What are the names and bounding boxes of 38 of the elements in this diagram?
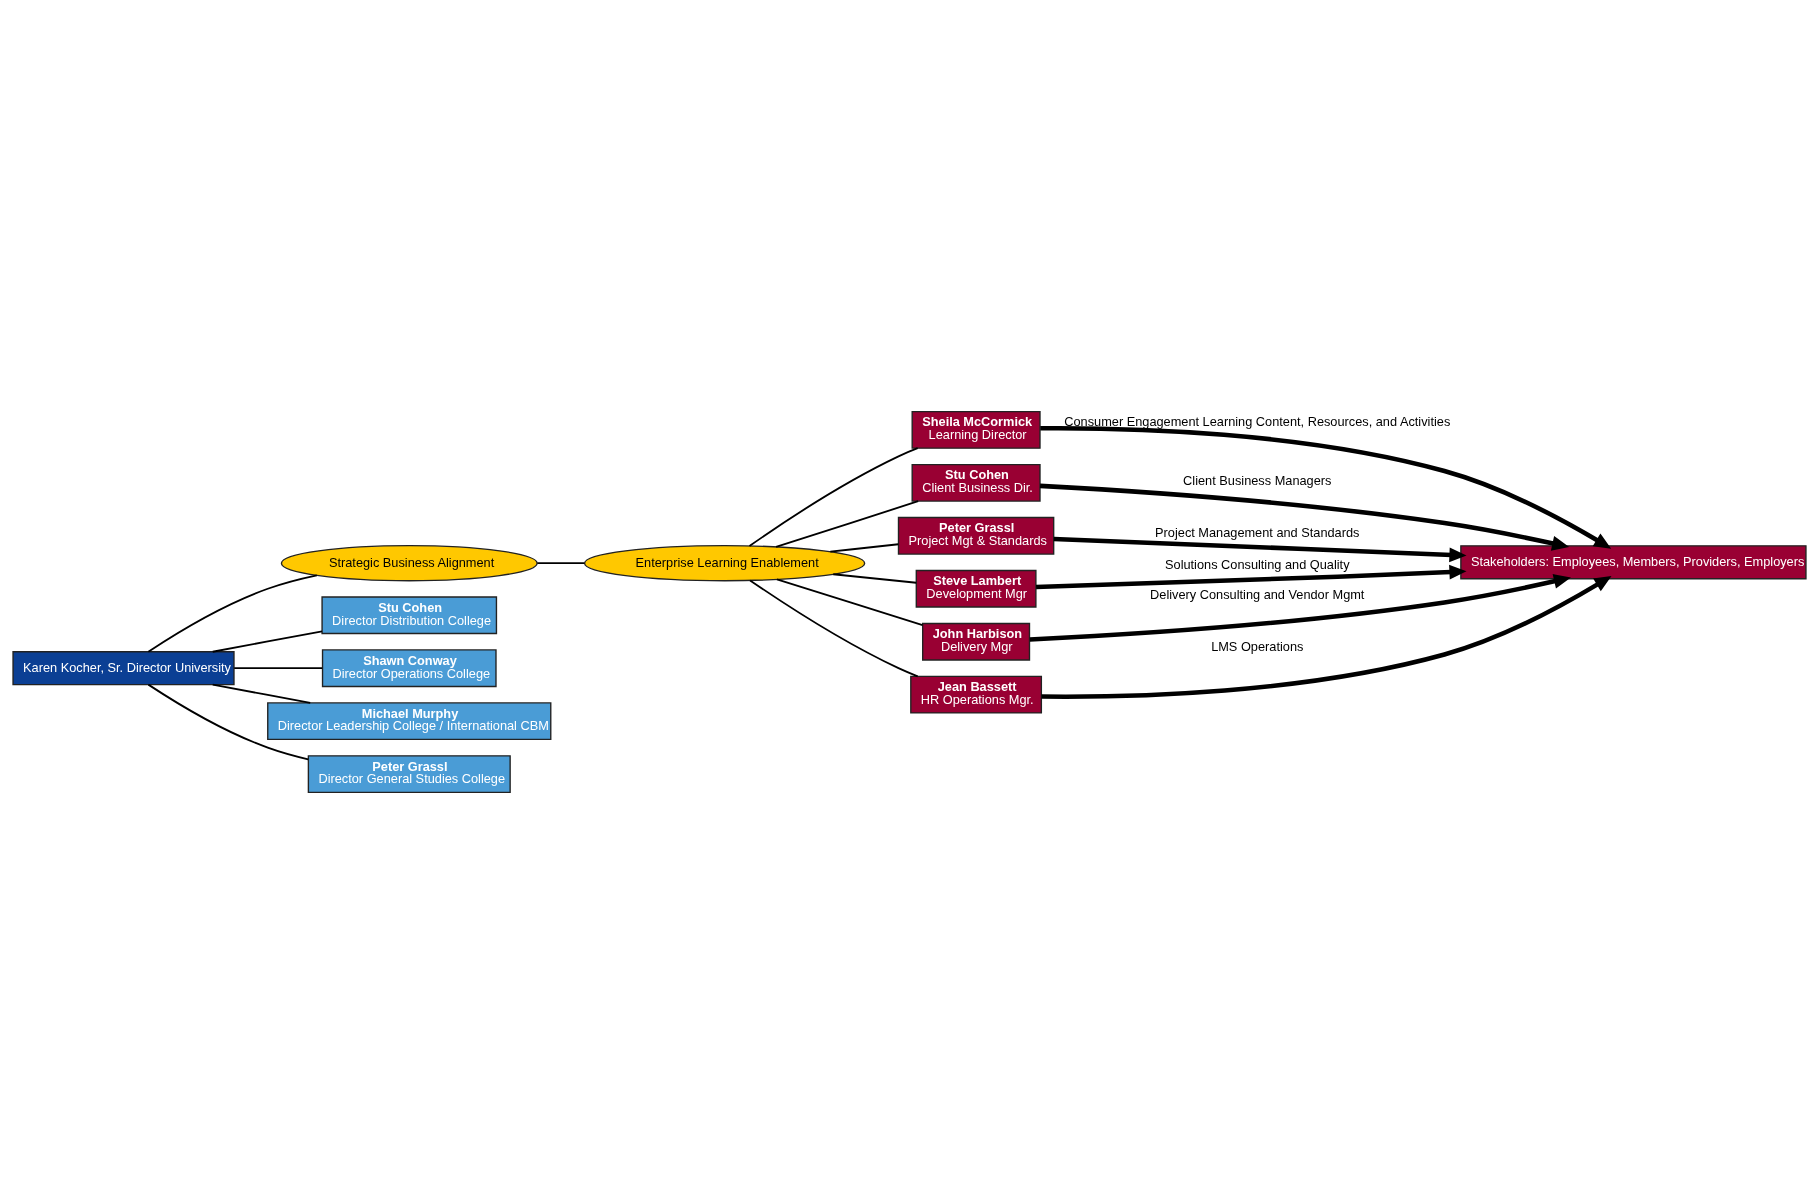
node-ellipse: Enterprise Learning Enablement: [583, 544, 866, 581]
node-ellipse: Strategic Business Alignment: [280, 544, 538, 581]
node-box: Stakeholders: Employees, Members, Providers, Employers: [1460, 544, 1807, 579]
node-box: Shawn Conway Director Operations College: [321, 648, 497, 687]
edge-label: Consumer Engagement Learning Content, Resources, and Activities: [1064, 413, 1451, 429]
node-box: Jean Bassett HR Operations Mgr.: [910, 675, 1043, 714]
node-box: Steve Lambert Development Mgr: [915, 569, 1037, 608]
connector: [536, 561, 586, 564]
arrow: [1035, 564, 1467, 589]
edge-label: Client Business Managers: [1183, 472, 1332, 488]
connector: [776, 577, 924, 626]
connector: [147, 573, 318, 653]
connector: [775, 499, 920, 548]
edge-label: Project Management and Standards: [1155, 524, 1360, 540]
connector: [147, 683, 310, 760]
node-box: Sheila McCormick Learning Director: [911, 410, 1041, 449]
node-box: Michael Murphy Director Leadership College / International CBM: [267, 701, 552, 740]
edge-label: Delivery Consulting and Vendor Mgmt: [1150, 586, 1365, 602]
edge-label: LMS Operations: [1211, 638, 1304, 654]
arrow: [1053, 536, 1467, 562]
node-box: Karen Kocher, Sr. Director University: [12, 650, 235, 685]
connector: [211, 683, 312, 704]
arrow: [1040, 425, 1612, 549]
arrow: [1039, 483, 1570, 551]
connector: [233, 666, 324, 669]
node-box: John Harbison Delivery Mgr: [922, 622, 1031, 661]
arrow: [1029, 573, 1571, 642]
connector: [749, 579, 919, 677]
node-box: Stu Cohen Client Business Dir.: [911, 463, 1041, 502]
connector: [832, 572, 918, 584]
node-box: Peter Grassl Project Mgt & Standards: [897, 516, 1055, 555]
node-box: Peter Grassl Director General Studies College: [307, 754, 511, 793]
connector: [748, 446, 919, 547]
arrow: [1041, 575, 1612, 699]
connector: [829, 542, 900, 553]
node-box: Stu Cohen Director Distribution College: [321, 595, 498, 634]
edge-label: Solutions Consulting and Quality: [1165, 556, 1350, 572]
connector: [211, 629, 323, 653]
